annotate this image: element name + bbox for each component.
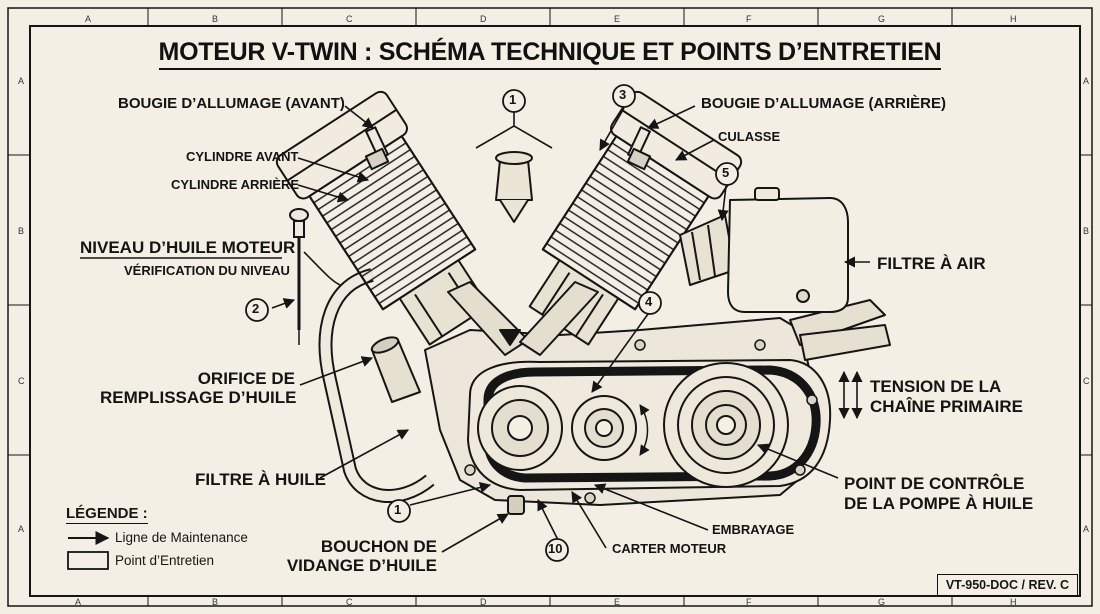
callout-3: 3 xyxy=(619,87,627,102)
label-air-filter: FILTRE À AIR xyxy=(877,254,986,273)
grid-col-h: H xyxy=(1010,14,1017,24)
leader-lines xyxy=(68,105,870,553)
callout-5: 5 xyxy=(722,165,730,180)
grid-col-g: G xyxy=(878,14,886,24)
label-drain-plug-line2: VIDANGE D’HUILE xyxy=(286,556,437,575)
label-rear-cylinder: CYLINDRE ARRIÈRE xyxy=(171,177,300,192)
spark-plug-front xyxy=(364,126,390,171)
label-drain-plug-line1: BOUCHON DE xyxy=(320,537,437,556)
sheet-frame xyxy=(7,7,1093,607)
label-cylinder-head: CULASSE xyxy=(718,129,781,144)
callout-1-top: 1 xyxy=(509,92,517,107)
oil-filter-canister xyxy=(370,336,421,403)
grid-row-c: C xyxy=(18,376,25,386)
diagram-title: MOTEUR V-TWIN : SCHÉMA TECHNIQUE ET POIN… xyxy=(0,38,1100,70)
grid-col-c-bottom: C xyxy=(346,597,353,607)
document-reference: VT-950-DOC / REV. C xyxy=(936,574,1078,596)
label-spark-plug-front: BOUGIE D’ALLUMAGE (AVANT) xyxy=(118,95,345,112)
legend-maintenance-line: Ligne de Maintenance xyxy=(115,530,248,545)
grid-col-f: F xyxy=(746,14,752,24)
grid-col-e: E xyxy=(614,14,621,24)
grid-col-c: C xyxy=(346,14,353,24)
legend-box-swatch xyxy=(67,551,109,570)
label-oil-level: NIVEAU D’HUILE MOTEUR xyxy=(80,238,296,257)
label-primary-chain-tension-line1: TENSION DE LA xyxy=(870,377,1002,396)
label-level-check: VÉRIFICATION DU NIVEAU xyxy=(124,263,290,278)
label-clutch: EMBRAYAGE xyxy=(712,522,795,537)
spark-plug-rear xyxy=(626,126,652,171)
legend-service-point: Point d’Entretien xyxy=(115,553,215,568)
label-crankcase: CARTER MOTEUR xyxy=(612,541,727,556)
grid-row-a-lower: A xyxy=(18,524,25,534)
callout-2: 2 xyxy=(252,301,260,316)
grid-col-d-bottom: D xyxy=(480,597,487,607)
grid-col-g-bottom: G xyxy=(878,597,886,607)
callout-4: 4 xyxy=(645,294,653,309)
callout-1-bottom: 1 xyxy=(394,502,402,517)
grid-col-a: A xyxy=(85,14,92,24)
grid-row-b-right: B xyxy=(1083,226,1090,236)
label-oil-fill-port-line1: ORIFICE DE xyxy=(197,369,295,388)
grid-row-a-lower-right: A xyxy=(1083,524,1090,534)
grid-col-b-bottom: B xyxy=(212,597,219,607)
grid-row-c-right: C xyxy=(1083,376,1090,386)
grid-row-b: B xyxy=(18,226,25,236)
label-primary-chain-tension-line2: CHAÎNE PRIMAIRE xyxy=(870,397,1024,416)
label-spark-plug-rear: BOUGIE D’ALLUMAGE (ARRIÈRE) xyxy=(701,95,946,112)
oil-dipstick xyxy=(289,208,309,345)
callout-10: 10 xyxy=(548,541,563,556)
grid-row-a-right: A xyxy=(1083,76,1090,86)
grid-col-d: D xyxy=(480,14,487,24)
legend-title: LÉGENDE : xyxy=(66,505,148,524)
label-oil-pump-check-line2: DE LA POMPE À HUILE xyxy=(844,494,1034,513)
label-oil-fill-port-line2: REMPLISSAGE D’HUILE xyxy=(100,388,297,407)
grid-row-a: A xyxy=(18,76,25,86)
engine-body xyxy=(275,90,891,515)
grid-col-h-bottom: H xyxy=(1010,597,1017,607)
callout-circles xyxy=(245,84,739,562)
grid-col-e-bottom: E xyxy=(614,597,621,607)
label-oil-pump-check-line1: POINT DE CONTRÔLE xyxy=(844,474,1025,493)
grid-col-b: B xyxy=(212,14,219,24)
label-front-cylinder: CYLINDRE AVANT xyxy=(186,149,299,164)
grid-col-f-bottom: F xyxy=(746,597,752,607)
grid-col-a-bottom: A xyxy=(75,597,82,607)
label-oil-filter: FILTRE À HUILE xyxy=(195,470,326,489)
